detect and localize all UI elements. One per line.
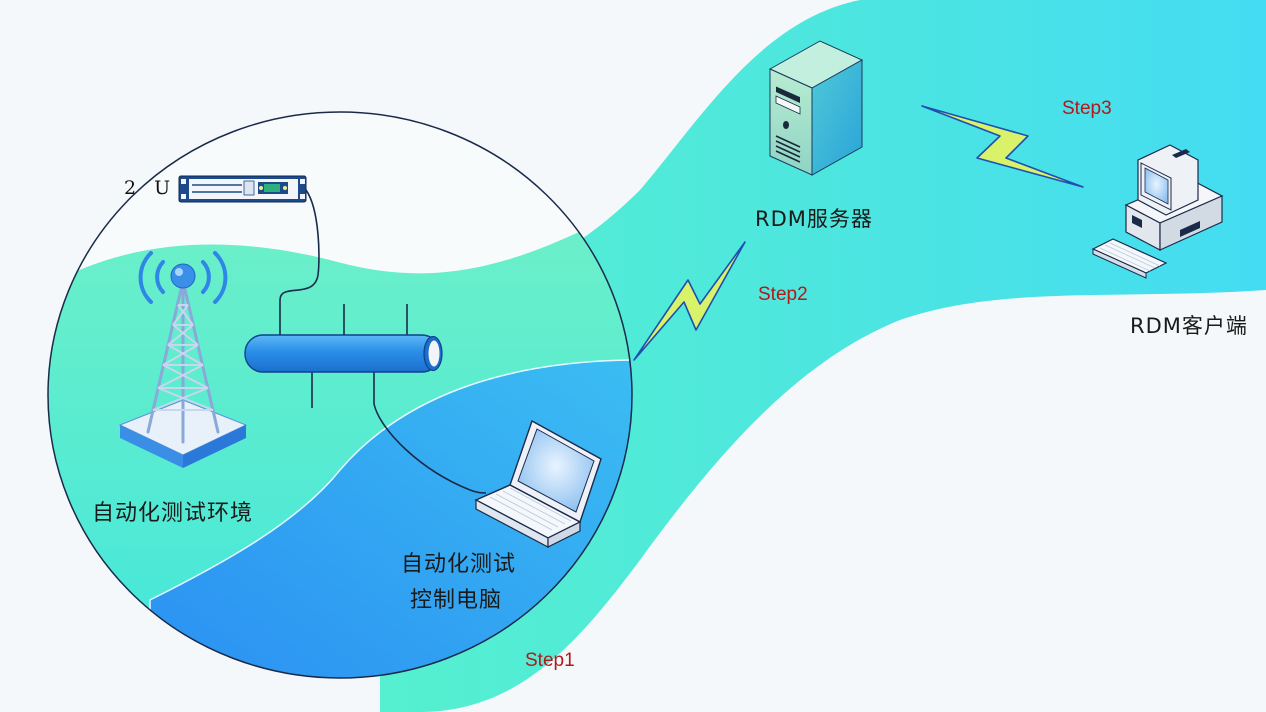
step3-label: Step3 — [1062, 98, 1112, 119]
desktop-computer-icon — [1091, 144, 1224, 279]
tower-server-icon — [768, 40, 864, 176]
rdm-client-label: RDM客户端 — [1130, 314, 1248, 338]
bus-connections — [279, 189, 487, 494]
rdm-server-label: RDM服务器 — [755, 207, 873, 231]
rack-server-icon — [178, 175, 307, 203]
laptop-icon — [474, 419, 602, 548]
test-environment-circle — [47, 111, 633, 679]
rack-unit-label: 2 U — [124, 177, 177, 199]
control-pc-label-line2: 控制电脑 — [410, 588, 503, 613]
control-pc-label-line1: 自动化测试 — [401, 552, 517, 577]
step2-label: Step2 — [758, 284, 808, 305]
test-environment-label: 自动化测试环境 — [92, 501, 254, 526]
lightning-icon-step2 — [633, 241, 746, 361]
background-wave-band — [380, 0, 1266, 712]
radio-tower-icon — [118, 251, 248, 468]
step1-label: Step1 — [525, 650, 575, 671]
network-bus-icon — [244, 334, 443, 373]
lightning-icon-step3 — [921, 105, 1084, 188]
